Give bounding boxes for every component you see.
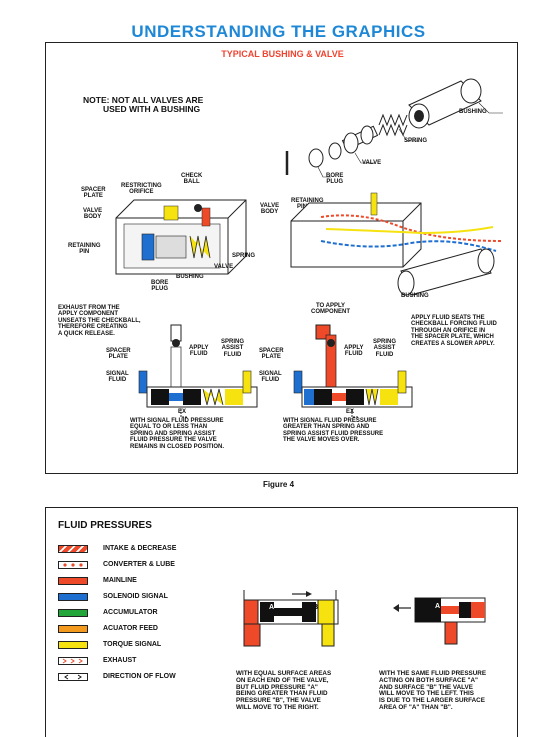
valve-part [328, 125, 379, 160]
figure-caption: Figure 4 [262, 480, 295, 489]
accumulator-swatch-icon [58, 609, 88, 617]
dots-swatch-icon [58, 561, 88, 569]
legend-item: INTAKE & DECREASE [58, 543, 248, 557]
exhaust-swatch-icon [58, 657, 88, 665]
blue-fluid-chamber [141, 233, 155, 261]
surface-b-label-left: B [313, 604, 319, 611]
legend-item: CONVERTER & LUBE [58, 559, 248, 573]
figure-subtitle: TYPICAL BUSHING & VALVE [221, 49, 344, 59]
exhaust-label-br: EX [346, 409, 355, 415]
bushing-label-left: BUSHING [176, 274, 204, 280]
spring-label: SPRING [404, 138, 428, 144]
spring-label-left: SPRING [232, 253, 256, 259]
solenoid-swatch-icon [58, 593, 88, 601]
schematic-open-valve [293, 324, 413, 418]
page-title: UNDERSTANDING THE GRAPHICS [131, 22, 426, 41]
valve-label: VALVE [362, 160, 382, 166]
surface-a-label-right: A [435, 603, 441, 610]
spring-yellow [189, 235, 211, 259]
valve-label-left: VALVE [214, 264, 234, 270]
schematic-closed-valve [138, 324, 258, 418]
legend-item: EXHAUST [58, 655, 248, 669]
legend-item: SOLENOID SIGNAL [58, 591, 248, 605]
mainline-swatch-icon [58, 577, 88, 585]
torque-swatch-icon [58, 641, 88, 649]
bushing-label: BUSHING [459, 109, 487, 115]
legend-item: DIRECTION OF FLOW [58, 671, 248, 685]
larger-area-valve-diagram [393, 597, 486, 645]
equal-area-valve-diagram [243, 590, 339, 647]
legend-item: ACCUMULATOR [58, 607, 248, 621]
legend-title: FLUID PRESSURES [58, 520, 152, 531]
legend-item: ACUATOR FEED [58, 623, 248, 637]
surface-b-label-right: B [459, 603, 465, 610]
legend-item: TORQUE SIGNAL [58, 639, 248, 653]
exhaust-label-bl: EX [178, 409, 187, 415]
bushing-inserting [397, 248, 495, 296]
note-text: NOTE: NOT ALL VALVES ARE USED WITH A BUS… [83, 95, 204, 114]
flow-direction-swatch-icon [58, 673, 88, 681]
fluid-pressures-legend: FLUID PRESSURES INTAKE & DECREASE CONVER… [45, 507, 518, 737]
hatch-swatch-icon [58, 545, 88, 553]
bushing-label-right: BUSHING [401, 293, 429, 299]
surface-a-label-left: A [269, 604, 275, 611]
spring-part [378, 113, 408, 137]
bushing-part [408, 78, 482, 129]
valve-body-cutaway-right [290, 192, 502, 296]
figure-frame: TYPICAL BUSHING & VALVE NOTE: NOT ALL VA… [45, 42, 518, 474]
exploded-bushing-valve-drawing [285, 78, 503, 178]
legend-item: MAINLINE [58, 575, 248, 589]
actuator-swatch-icon [58, 625, 88, 633]
valve-body-cutaway-left [115, 199, 247, 275]
check-ball [194, 204, 202, 212]
bore-plug-part [308, 148, 324, 168]
